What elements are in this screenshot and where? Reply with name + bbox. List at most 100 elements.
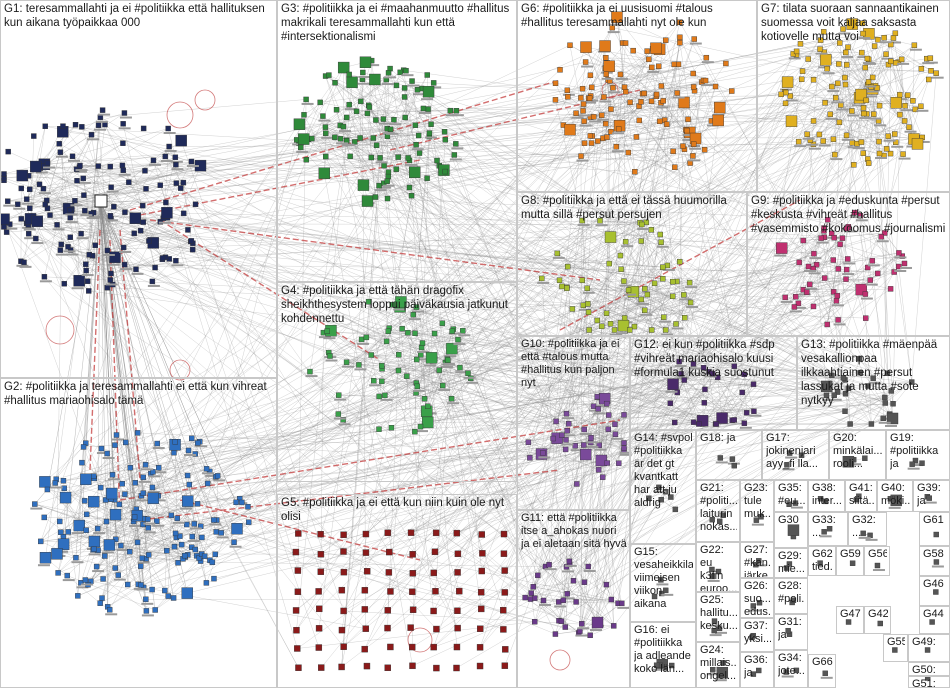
group-label-g7: G7: tilata suoraan sannaantikainen suome… (761, 2, 947, 44)
group-label-g58: G58 (923, 548, 947, 561)
group-box-g49: G49: (908, 634, 950, 662)
group-box-g15: G15: vesaheikkila viimeisen viikon aikan… (630, 544, 696, 622)
group-box-g44: G44 (919, 606, 950, 634)
group-box-g4: G4: #politiikka ja että tähän dragofix s… (277, 282, 517, 482)
group-box-g16: G16: ei #politiikka ja adleande koko län… (630, 622, 696, 688)
group-label-g55: G55 (887, 636, 905, 649)
group-box-g62: G62: tied... (808, 546, 836, 576)
group-box-g50: G50: (908, 662, 950, 676)
group-label-g22: G22: eu k3fin euroo... (700, 544, 737, 592)
group-box-g55: G55 (883, 634, 908, 662)
group-label-g42: G42 (868, 608, 888, 621)
group-label-g39: G39: ja (917, 482, 947, 508)
group-label-g12: G12: ei kun #politiikka #sdp #vihreät ma… (634, 338, 794, 380)
group-box-g13: G13: #politiikka #mäenpää vesakallionpaa… (797, 336, 950, 430)
group-box-g32: G32: ... (848, 512, 887, 546)
group-box-g33: G33: ... (808, 512, 848, 546)
group-label-g40: G40: möki... (881, 482, 910, 508)
group-box-g25: G25: hallitu... kesku... (696, 592, 740, 642)
group-box-g30: G30 (774, 512, 808, 548)
group-label-g36: G36: ja (744, 654, 771, 680)
group-box-g3: G3: #politiikka ja ei #maahanmuutto #hal… (277, 0, 517, 282)
group-label-g2: G2: #politiikka ja teresammallahti ei et… (4, 380, 274, 408)
group-box-g42: G42 (864, 606, 891, 634)
group-box-g6: G6: #politiikka ja ei uusisuomi #talous … (517, 0, 757, 192)
group-box-g27: G27: #kan... järke... (740, 542, 774, 578)
group-label-g62: G62: tied... (812, 548, 833, 574)
group-label-g15: G15: vesaheikkila viimeisen viikon aikan… (634, 546, 693, 611)
group-box-g24: G24: millais... ongel... (696, 642, 740, 688)
group-label-g5: G5: #politiikka ja ei että kun niin kuin… (281, 496, 514, 524)
group-label-g38: G38: inter... (812, 482, 842, 508)
group-label-g32: G32: ... (852, 514, 884, 540)
group-label-g56: G56 (868, 548, 887, 561)
group-box-g35: G35: #eu... (774, 480, 808, 512)
group-label-g34: G34: jote... (778, 652, 805, 678)
group-label-g16: G16: ei #politiikka ja adleande koko län… (634, 624, 693, 676)
group-box-g7: G7: tilata suoraan sannaantikainen suome… (757, 0, 950, 192)
group-box-g12: G12: ei kun #politiikka #sdp #vihreät ma… (630, 336, 797, 430)
group-label-g3: G3: #politiikka ja ei #maahanmuutto #hal… (281, 2, 514, 44)
group-label-g27: G27: #kan... järke... (744, 544, 771, 578)
group-box-g39: G39: ja (913, 480, 950, 512)
group-box-g18: G18: ja (696, 430, 762, 480)
group-box-g11: G11: että #politiikka itse a_ahokas nuor… (517, 510, 630, 688)
group-box-g34: G34: jote... (774, 650, 808, 688)
group-box-g29: G29: mie... (774, 548, 808, 578)
group-label-g21: G21: #politi... laiturin nokas... (700, 482, 737, 534)
group-box-g20: G20: minkälai... rooli... (829, 430, 886, 480)
group-label-g6: G6: #politiikka ja ei uusisuomi #talous … (521, 2, 754, 30)
group-label-g17: G17: jokinenjari ayy_fi lla... (766, 432, 826, 471)
group-label-g59: G59: (840, 548, 861, 561)
group-box-g22: G22: eu k3fin euroo... (696, 542, 740, 592)
group-label-g46: G46 (923, 578, 947, 591)
group-box-g14: G14: #svpol #politiikka är det gt kvantk… (630, 430, 696, 544)
group-label-g49: G49: (912, 636, 947, 649)
group-box-g23: G23: tule muk... (740, 480, 774, 542)
group-label-g1: G1: teresammallahti ja ei #politiikka et… (4, 2, 274, 30)
group-label-g31: G31: ja (778, 616, 805, 642)
group-box-g21: G21: #politi... laiturin nokas... (696, 480, 740, 542)
group-box-g31: G31: ja (774, 614, 808, 650)
group-box-g47: G47 (836, 606, 864, 634)
group-label-g14: G14: #svpol #politiikka är det gt kvantk… (634, 432, 693, 510)
group-box-g10: G10: #politiikka ja ei että #talous mutt… (517, 336, 630, 510)
group-label-g44: G44 (923, 608, 947, 621)
group-label-g33: G33: ... (812, 514, 845, 540)
group-label-g50: G50: (912, 664, 947, 676)
group-box-g59: G59: (836, 546, 864, 576)
group-box-g56: G56 (864, 546, 890, 576)
group-box-g2: G2: #politiikka ja teresammallahti ei et… (0, 378, 277, 688)
group-box-g28: G28: #poli... (774, 578, 808, 614)
group-box-g17: G17: jokinenjari ayy_fi lla... (762, 430, 829, 480)
group-label-g13: G13: #politiikka #mäenpää vesakallionpaa… (801, 338, 947, 408)
group-label-g18: G18: ja (700, 432, 759, 445)
group-box-g26: G26: suo... edus... (740, 578, 774, 618)
group-box-g51: G51: (908, 676, 950, 688)
group-label-g19: G19: #politiikka ja (890, 432, 947, 471)
group-label-g61: G61 (923, 514, 947, 527)
group-label-g37: G37: yksi... (744, 620, 771, 646)
group-box-g58: G58 (919, 546, 950, 576)
group-box-g19: G19: #politiikka ja (886, 430, 950, 480)
group-label-g26: G26: suo... edus... (744, 580, 771, 618)
group-label-g29: G29: mie... (778, 550, 805, 576)
group-label-g4: G4: #politiikka ja että tähän dragofix s… (281, 284, 514, 326)
group-label-g51: G51: (912, 678, 947, 688)
group-box-g36: G36: ja (740, 652, 774, 688)
group-label-g66: G66 (812, 656, 833, 669)
group-label-g9: G9: #politiikka ja #eduskunta #persut #k… (751, 194, 947, 236)
group-label-g30: G30 (778, 514, 805, 527)
group-label-g11: G11: että #politiikka itse a_ahokas nuor… (521, 512, 627, 551)
group-box-g9: G9: #politiikka ja #eduskunta #persut #k… (747, 192, 950, 336)
group-box-g46: G46 (919, 576, 950, 606)
group-label-g41: G41: siitä... (849, 482, 874, 508)
group-box-g41: G41: siitä... (845, 480, 877, 512)
group-box-g38: G38: inter... (808, 480, 845, 512)
group-label-g20: G20: minkälai... rooli... (833, 432, 883, 471)
group-box-g37: G37: yksi... (740, 618, 774, 652)
group-box-g40: G40: möki... (877, 480, 913, 512)
group-label-g24: G24: millais... ongel... (700, 644, 737, 683)
group-box-g66: G66 (808, 654, 836, 688)
group-label-g47: G47 (840, 608, 861, 621)
